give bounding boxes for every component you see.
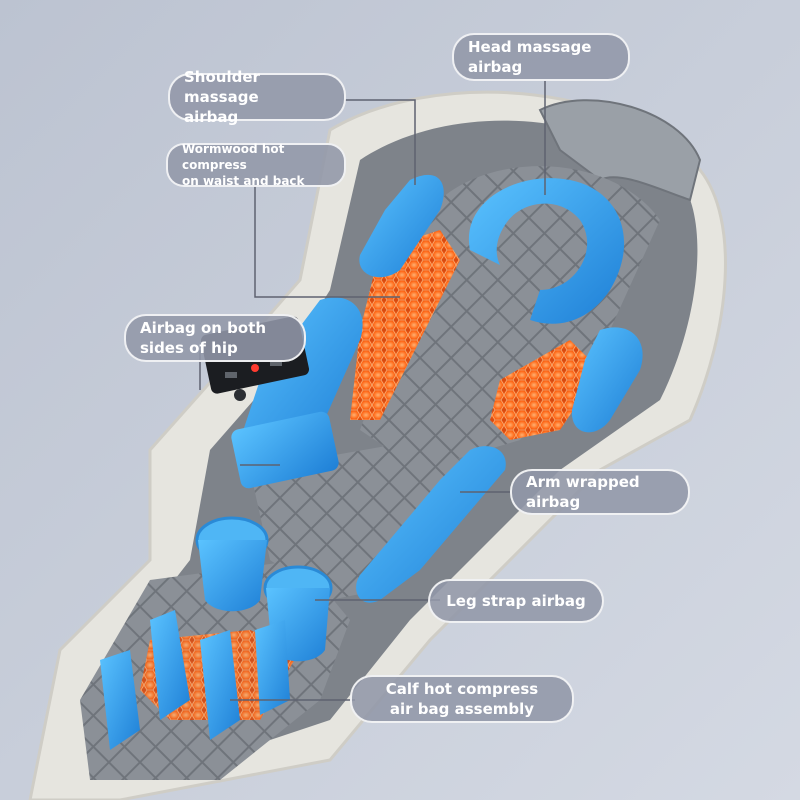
calf-airbag-3: [200, 630, 240, 740]
waist-heat-left: [350, 230, 460, 420]
arm-airbag: [356, 446, 506, 603]
head-airbag: [468, 178, 625, 324]
callout-head-massage: Head massage airbag: [452, 33, 630, 81]
callout-wormwood: Wormwood hot compress on waist and back: [166, 142, 346, 188]
callout-hip-airbag: Airbag on both sides of hip: [124, 314, 306, 362]
calf-airbag-2: [150, 610, 190, 720]
callout-arm-airbag: Arm wrapped airbag: [510, 469, 690, 515]
callout-shoulder-massage: Shoulder massage airbag: [168, 68, 346, 126]
waist-heat-right: [490, 340, 600, 440]
head-pillow: [538, 99, 702, 202]
leg-cup-left-body: [198, 540, 267, 612]
seat: [250, 440, 480, 600]
line-wormwood: [254, 185, 400, 298]
calf-airbag-1: [100, 650, 140, 750]
calf-airbag-4: [255, 620, 290, 715]
line-shoulder: [345, 99, 416, 185]
shoulder-airbag-left: [359, 174, 444, 278]
shoulder-airbag-right: [571, 327, 643, 433]
callout-leg-strap: Leg strap airbag: [428, 579, 604, 623]
callout-calf-compress: Calf hot compress air bag assembly: [350, 675, 574, 723]
hip-airbag-left-lower: [231, 411, 339, 489]
